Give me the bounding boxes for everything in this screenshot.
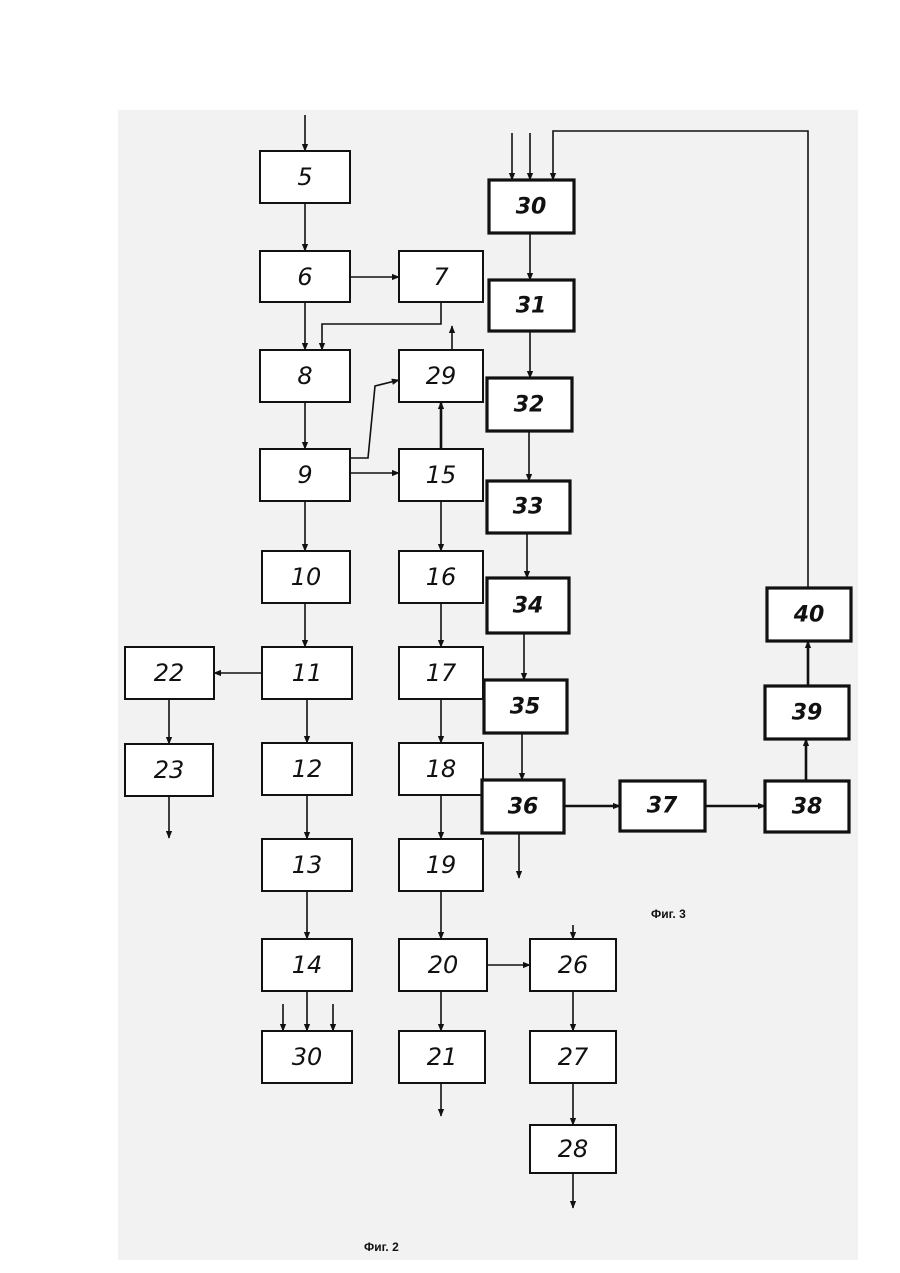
svg-text:36: 36 (508, 795, 539, 820)
svg-text:11: 11 (292, 659, 323, 687)
block-23: 23 (125, 744, 213, 796)
block-9: 9 (260, 449, 350, 501)
block-13: 13 (262, 839, 352, 891)
block-32: 32 (487, 378, 572, 431)
arrow-7-8 (322, 302, 441, 350)
block-5: 5 (260, 151, 350, 203)
block-30-fig2: 30 (262, 1031, 352, 1083)
block-12: 12 (262, 743, 352, 795)
svg-text:13: 13 (292, 851, 323, 879)
fig2-caption: Фиг. 2 (364, 1240, 399, 1254)
block-18: 18 (399, 743, 483, 795)
svg-text:38: 38 (792, 795, 823, 820)
block-33: 33 (487, 481, 570, 533)
svg-text:23: 23 (154, 756, 185, 784)
svg-text:16: 16 (426, 563, 457, 591)
svg-text:20: 20 (428, 951, 459, 979)
svg-text:8: 8 (297, 362, 312, 390)
block-19: 19 (399, 839, 483, 891)
svg-text:19: 19 (426, 851, 457, 879)
block-37: 37 (620, 781, 705, 831)
svg-text:39: 39 (792, 701, 823, 726)
svg-text:17: 17 (426, 659, 457, 687)
svg-text:5: 5 (297, 163, 312, 191)
block-17: 17 (399, 647, 483, 699)
svg-text:9: 9 (297, 461, 312, 489)
block-27: 27 (530, 1031, 616, 1083)
arrow-9-29 (350, 380, 399, 458)
block-36: 36 (482, 780, 564, 833)
block-26: 26 (530, 939, 616, 991)
svg-text:28: 28 (558, 1135, 589, 1163)
block-28: 28 (530, 1125, 616, 1173)
block-21: 21 (399, 1031, 485, 1083)
block-16: 16 (399, 551, 483, 603)
block-34: 34 (487, 578, 569, 633)
block-11: 11 (262, 647, 352, 699)
block-35: 35 (484, 680, 567, 733)
block-38: 38 (765, 781, 849, 832)
svg-text:15: 15 (426, 461, 457, 489)
svg-text:31: 31 (516, 294, 547, 319)
block-7: 7 (399, 251, 483, 302)
svg-text:26: 26 (558, 951, 589, 979)
svg-text:33: 33 (513, 495, 544, 520)
block-14: 14 (262, 939, 352, 991)
svg-text:27: 27 (558, 1043, 589, 1071)
block-8: 8 (260, 350, 350, 402)
svg-text:30: 30 (516, 195, 547, 220)
svg-text:30: 30 (292, 1043, 323, 1071)
block-15: 15 (399, 449, 483, 501)
feedback-arrow-40-30 (553, 131, 808, 588)
block-10: 10 (262, 551, 350, 603)
svg-text:32: 32 (514, 393, 545, 418)
svg-text:22: 22 (154, 659, 185, 687)
svg-text:10: 10 (291, 563, 322, 591)
block-29: 29 (399, 350, 483, 402)
block-39: 39 (765, 686, 849, 739)
svg-text:12: 12 (292, 755, 323, 783)
svg-text:21: 21 (427, 1043, 458, 1071)
block-31: 31 (489, 280, 574, 331)
svg-text:34: 34 (513, 594, 544, 619)
block-40: 40 (767, 588, 851, 641)
fig3-blocks: 30 31 32 33 34 35 36 37 38 39 40 (482, 180, 851, 833)
svg-text:7: 7 (433, 263, 449, 291)
block-20: 20 (399, 939, 487, 991)
fig3-caption: Фиг. 3 (651, 907, 686, 921)
svg-text:35: 35 (510, 695, 541, 720)
svg-text:40: 40 (793, 603, 825, 628)
svg-text:37: 37 (647, 794, 678, 819)
block-6: 6 (260, 251, 350, 302)
svg-text:14: 14 (292, 951, 323, 979)
block-30-fig3: 30 (489, 180, 574, 233)
svg-text:18: 18 (426, 755, 457, 783)
svg-text:6: 6 (297, 263, 312, 291)
block-22: 22 (125, 647, 214, 699)
svg-text:29: 29 (426, 362, 457, 390)
